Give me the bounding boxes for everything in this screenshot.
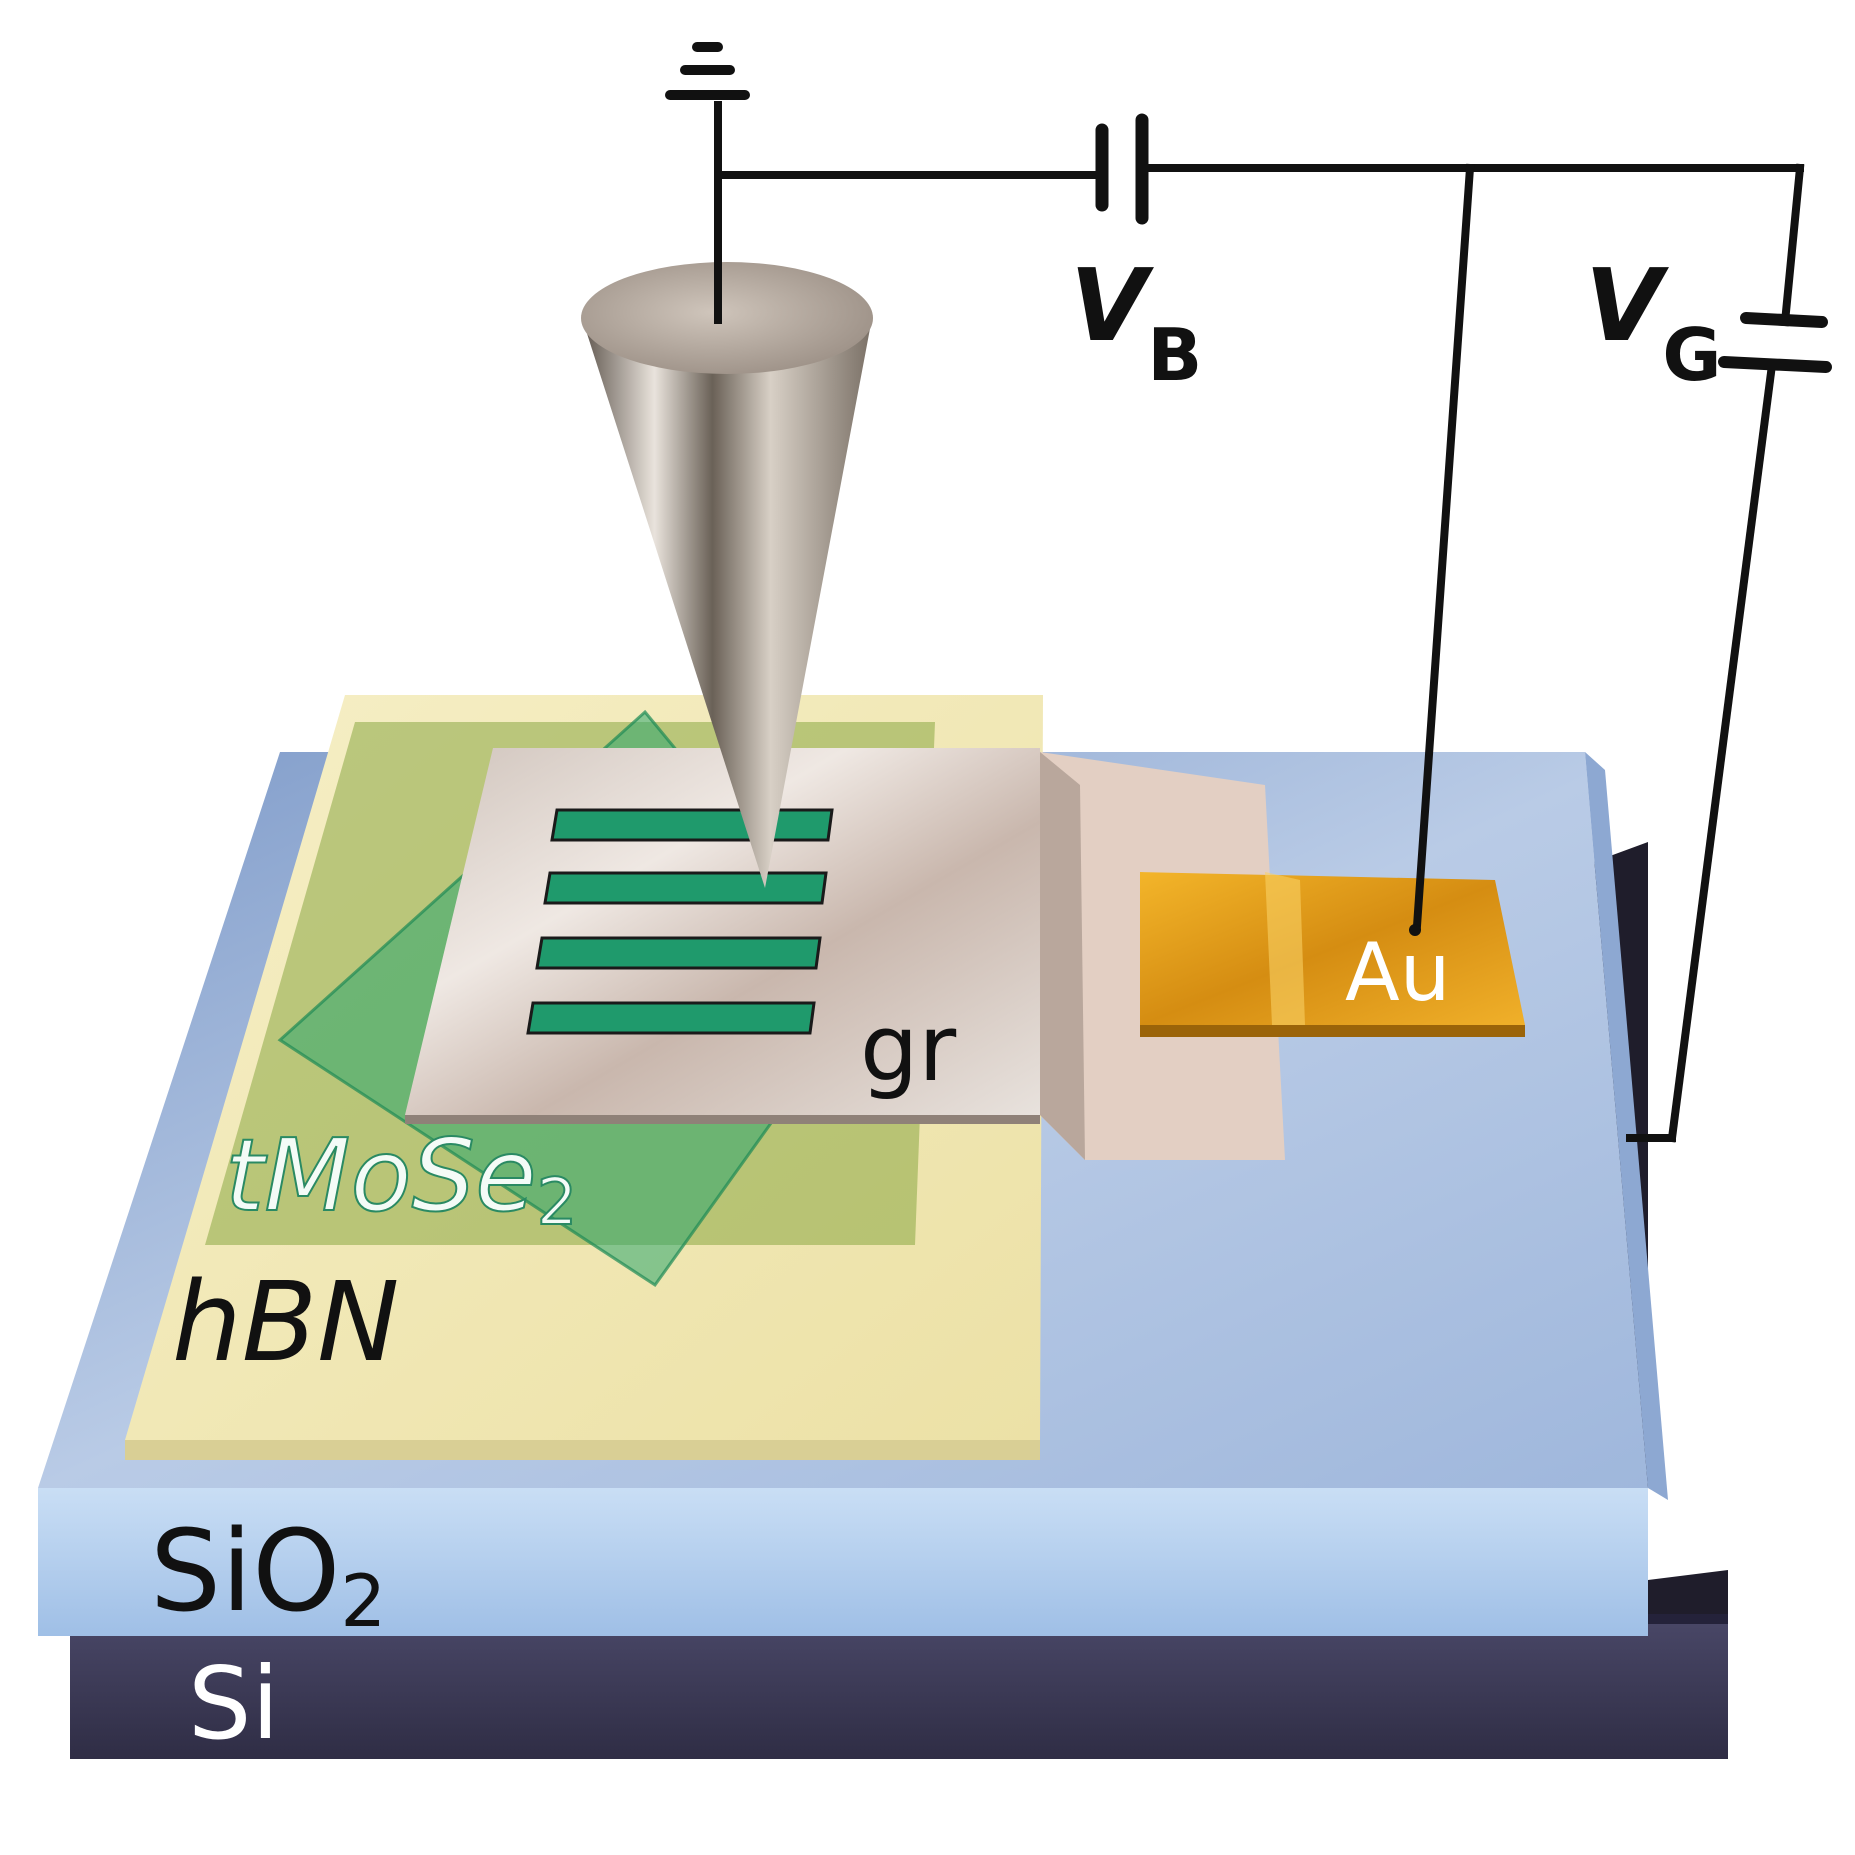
gold-contact-side bbox=[1140, 1025, 1525, 1037]
gate-battery-icon bbox=[1718, 312, 1832, 373]
graphene-fold bbox=[1040, 752, 1085, 1160]
gate-voltage-label: VG bbox=[1585, 247, 1722, 397]
gold-label: Au bbox=[1345, 926, 1450, 1019]
stm-tip bbox=[581, 262, 873, 888]
graphene-slot bbox=[543, 871, 828, 905]
stm-tip-cone bbox=[582, 318, 872, 888]
hbn-side bbox=[125, 1440, 1040, 1460]
gold-wire bbox=[1412, 163, 1475, 931]
gold-contact bbox=[1140, 872, 1525, 1037]
graphene-edge bbox=[405, 1115, 1040, 1124]
graphene-layer bbox=[405, 748, 1285, 1160]
si-label: Si bbox=[188, 1645, 279, 1762]
bias-battery-icon bbox=[1095, 113, 1149, 225]
gate-bottom-wire bbox=[1667, 360, 1777, 1143]
stm-tip-top bbox=[581, 262, 873, 374]
gold-contact-fold bbox=[1265, 872, 1305, 1025]
sio2-right-face bbox=[1585, 752, 1668, 1500]
sio2-label: SiO2 bbox=[150, 1507, 386, 1643]
graphene-slot bbox=[550, 808, 834, 842]
hbn-label: hBN bbox=[172, 1258, 399, 1386]
graphene-label: gr bbox=[860, 995, 956, 1102]
gate-top-wire bbox=[1780, 163, 1805, 327]
gold-wire-contact bbox=[1409, 924, 1421, 936]
graphene-slot bbox=[535, 936, 822, 970]
graphene-slot bbox=[526, 1001, 816, 1035]
ground-icon bbox=[665, 42, 750, 100]
tmose2-label: tMoSe2 bbox=[225, 1117, 577, 1240]
bias-voltage-label: VB bbox=[1070, 247, 1202, 397]
sio2-front-face bbox=[38, 1488, 1648, 1636]
gold-contact-top bbox=[1140, 872, 1525, 1025]
circuit bbox=[714, 101, 1805, 1143]
si-front-face bbox=[70, 1614, 1728, 1759]
